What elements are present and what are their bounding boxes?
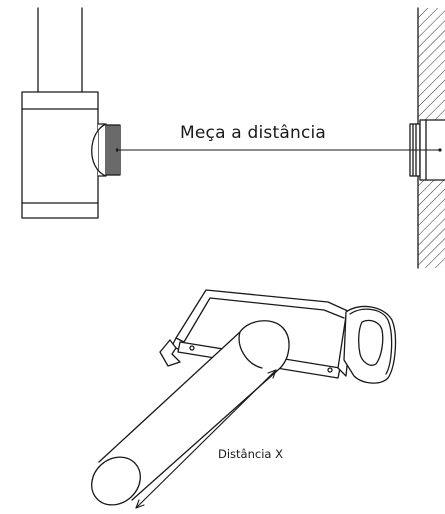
wing-nut-icon bbox=[159, 339, 181, 367]
distance-x-label: Distância X bbox=[218, 447, 283, 461]
measurement-end-dot bbox=[115, 148, 119, 152]
vertical-pipe bbox=[37, 7, 83, 93]
measure-distance-label: Meça a distância bbox=[180, 123, 326, 143]
tee-threaded-connector bbox=[105, 124, 121, 176]
saw-handle bbox=[343, 305, 397, 384]
tee-side-outlet bbox=[91, 123, 107, 177]
measurement-end-dot-right bbox=[438, 148, 442, 152]
pipe-end-cap bbox=[91, 456, 141, 506]
tee-fitting bbox=[21, 91, 99, 219]
distance-x-arrow bbox=[135, 369, 277, 509]
cut-pipe bbox=[91, 320, 290, 506]
